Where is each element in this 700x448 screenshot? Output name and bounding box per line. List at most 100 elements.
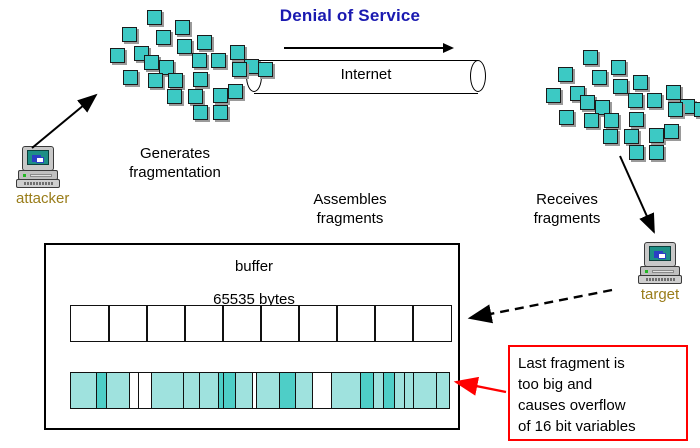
fragment-square [592,70,607,85]
buffer-fragment-segment [331,373,362,408]
fragment-square [193,72,208,87]
target-computer-icon: target [638,242,682,303]
internet-label: Internet [340,66,392,83]
buffer-fragment-segment [413,373,438,408]
fragment-square [197,35,212,50]
fragment-square [110,48,125,63]
fragment-square [546,88,561,103]
fragment-square [123,70,138,85]
fragment-square [258,62,273,77]
generates-fragmentation-caption: Generates fragmentation [129,145,221,181]
buffer-fragment-segment [313,373,332,408]
buffer-cell [374,305,414,342]
fragment-square [629,112,644,127]
buffer-fragment-segment [404,373,414,408]
buffer-cell [298,305,338,342]
overflow-warning-box: Last fragment is too big and causes over… [508,345,688,441]
fragment-square [559,110,574,125]
fragment-square [228,84,243,99]
buffer-fragment-segment [279,373,296,408]
fragment-square [666,85,681,100]
fragment-square [148,73,163,88]
buffer-cell [70,305,110,342]
fragment-square [159,60,174,75]
assembles-fragments-caption: Assembles fragments [313,191,387,227]
fragment-square [122,27,137,42]
fragment-square [558,67,573,82]
fragment-square [584,113,599,128]
fragment-square [175,20,190,35]
fragment-square [603,129,618,144]
warning-line-2: too big and [518,376,593,393]
buffer-fragments-row [70,372,450,409]
fragment-square [188,89,203,104]
warning-line-3: causes overflow [518,397,626,414]
buffer-fragment-segment [200,373,219,408]
fragment-square [147,10,162,25]
fragment-square [649,128,664,143]
buffer-fragment-segment [96,373,108,408]
pipe-end-right-icon [470,60,486,92]
fragment-square [583,50,598,65]
fragment-square [168,73,183,88]
buffer-cell [336,305,376,342]
traffic-flow-arrow [284,42,454,54]
buffer-fragment-segment [437,373,449,408]
buffer-cell [146,305,186,342]
buffer-fragment-segment [295,373,314,408]
fragment-square [213,105,228,120]
buffer-size-label: 65535 bytes [70,291,438,308]
received-fragment-cloud [484,40,700,200]
buffer-fragment-segment [383,373,396,408]
buffer-fragment-segment [373,373,384,408]
buffer-fragment-segment [395,373,405,408]
target-to-buffer-arrow [467,288,613,324]
generated-fragment-cloud [48,0,273,160]
fragment-square [580,95,595,110]
buffer-size-arrow: 65535 bytes [70,291,438,308]
fragment-square [177,39,192,54]
buffer-fragment-segment [151,373,184,408]
fragment-square [694,102,700,117]
buffer-fragment-segment [130,373,139,408]
buffer-empty-cells-row [70,305,452,342]
page-title: Denial of Service [279,6,421,25]
fragment-square [633,75,648,90]
fragment-square [668,102,683,117]
buffer-cell [184,305,224,342]
attacker-label: attacker [16,190,70,207]
fragment-square [167,89,182,104]
buffer-fragment-segment [138,373,152,408]
fragment-square [624,129,639,144]
buffer-panel: buffer 65535 bytes [44,243,460,430]
buffer-cell [108,305,148,342]
fragment-square [595,100,610,115]
buffer-fragment-segment [107,373,131,408]
buffer-fragment-segment [71,373,97,408]
buffer-cell [412,305,452,342]
internet-pipe: Internet [246,60,486,94]
fragment-square [156,30,171,45]
fragment-square [193,105,208,120]
receives-fragments-caption: Receives fragments [533,191,601,227]
fragment-square [664,124,679,139]
fragment-square [611,60,626,75]
fragment-square [613,79,628,94]
fragment-square [213,88,228,103]
buffer-fragment-segment [253,373,258,408]
warning-to-fragment-arrow [453,376,507,396]
attacker-computer-icon: attacker [16,146,69,207]
buffer-fragment-segment [361,373,374,408]
fragment-square [211,53,226,68]
fragment-square [232,62,247,77]
buffer-title: buffer [234,258,274,275]
warning-line-4: of 16 bit variables [518,418,636,435]
fragment-square [192,53,207,68]
fragment-square [144,55,159,70]
fragment-square [230,45,245,60]
warning-line-1: Last fragment is [518,355,625,372]
buffer-fragment-segment [257,373,280,408]
buffer-cell [222,305,262,342]
buffer-cell [260,305,300,342]
fragment-square [629,145,644,160]
